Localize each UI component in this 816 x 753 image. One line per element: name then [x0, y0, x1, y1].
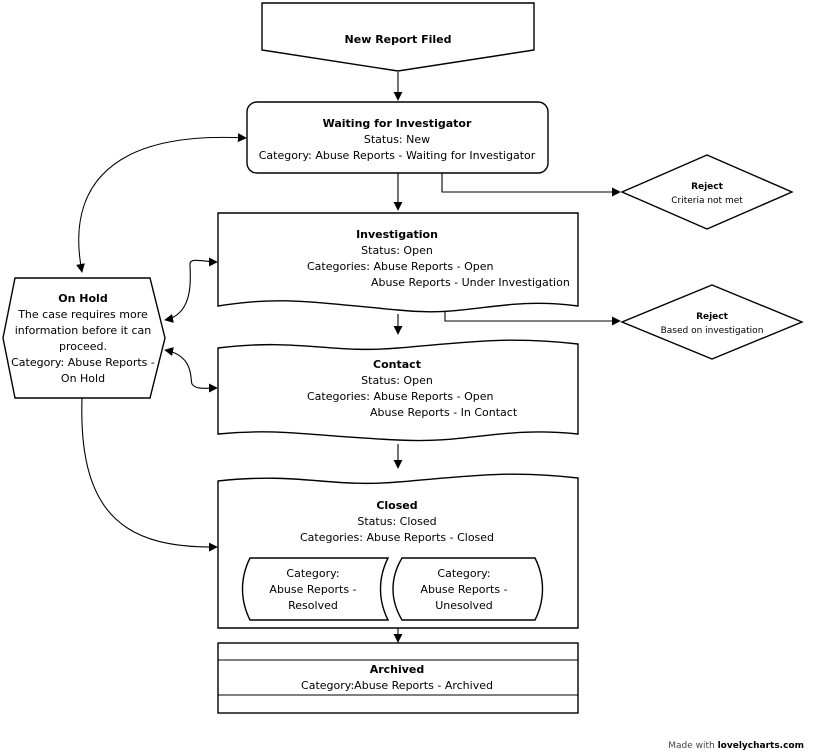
waiting-category: Category: Abuse Reports - Waiting for In…	[259, 149, 536, 162]
reject-criteria-subtitle: Criteria not met	[671, 196, 743, 206]
on-hold-line2: information before it can	[15, 324, 152, 337]
on-hold-node: On Hold The case requires more informati…	[2, 277, 166, 399]
credit-prefix: Made with	[668, 741, 717, 751]
arrow-onhold-contact	[164, 347, 218, 393]
on-hold-line1: The case requires more	[17, 308, 148, 321]
reject-criteria-node: Reject Criteria not met	[620, 154, 794, 230]
contact-status: Status: Open	[361, 374, 433, 387]
resolved-line2: Abuse Reports -	[269, 583, 356, 596]
archived-category: Category:Abuse Reports - Archived	[301, 679, 493, 692]
waiting-status: Status: New	[364, 133, 430, 146]
arrow-waiting-to-onhold	[76, 133, 247, 273]
credit-text: Made with lovelycharts.com	[668, 741, 804, 751]
investigation-categories-1: Categories: Abuse Reports - Open	[307, 260, 494, 273]
on-hold-title: On Hold	[58, 292, 107, 305]
arrow-waiting-to-reject	[441, 173, 621, 197]
archived-node: Archived Category:Abuse Reports - Archiv…	[217, 642, 579, 714]
archived-title: Archived	[370, 663, 425, 676]
reject-investigation-title: Reject	[696, 312, 729, 322]
new-report-node: New Report Filed	[261, 2, 535, 72]
resolved-line1: Category:	[286, 567, 339, 580]
unresolved-line2: Abuse Reports -	[420, 583, 507, 596]
investigation-node: Investigation Status: Open Categories: A…	[217, 212, 579, 313]
contact-categories-1: Categories: Abuse Reports - Open	[307, 390, 494, 403]
waiting-title: Waiting for Investigator	[323, 117, 472, 130]
closed-status: Status: Closed	[357, 515, 436, 528]
credit-brand: lovelycharts.com	[718, 741, 804, 751]
investigation-status: Status: Open	[361, 244, 433, 257]
contact-title: Contact	[373, 358, 421, 371]
reject-investigation-subtitle: Based on investigation	[661, 326, 764, 336]
closed-node: Closed Status: Closed Categories: Abuse …	[217, 473, 579, 629]
closed-categories: Categories: Abuse Reports - Closed	[300, 531, 494, 544]
investigation-categories-2: Abuse Reports - Under Investigation	[371, 276, 570, 289]
on-hold-line4: Category: Abuse Reports -	[11, 356, 155, 369]
resolved-subnode: Category: Abuse Reports - Resolved	[241, 557, 390, 621]
contact-categories-2: Abuse Reports - In Contact	[370, 406, 518, 419]
unresolved-line1: Category:	[437, 567, 490, 580]
investigation-title: Investigation	[356, 228, 438, 241]
unresolved-line3: Unesolved	[435, 599, 493, 612]
waiting-node: Waiting for Investigator Status: New Cat…	[246, 101, 549, 174]
contact-node: Contact Status: Open Categories: Abuse R…	[217, 339, 579, 442]
new-report-title: New Report Filed	[345, 33, 452, 46]
reject-criteria-title: Reject	[691, 182, 724, 192]
on-hold-line5: On Hold	[61, 372, 105, 385]
arrow-onhold-to-closed	[81, 397, 218, 552]
reject-investigation-node: Reject Based on investigation	[620, 284, 804, 360]
closed-title: Closed	[376, 499, 417, 512]
unresolved-subnode: Category: Abuse Reports - Unesolved	[392, 557, 544, 621]
resolved-line3: Resolved	[288, 599, 338, 612]
arrow-onhold-investigation	[164, 257, 218, 323]
on-hold-line3: proceed.	[59, 340, 107, 353]
